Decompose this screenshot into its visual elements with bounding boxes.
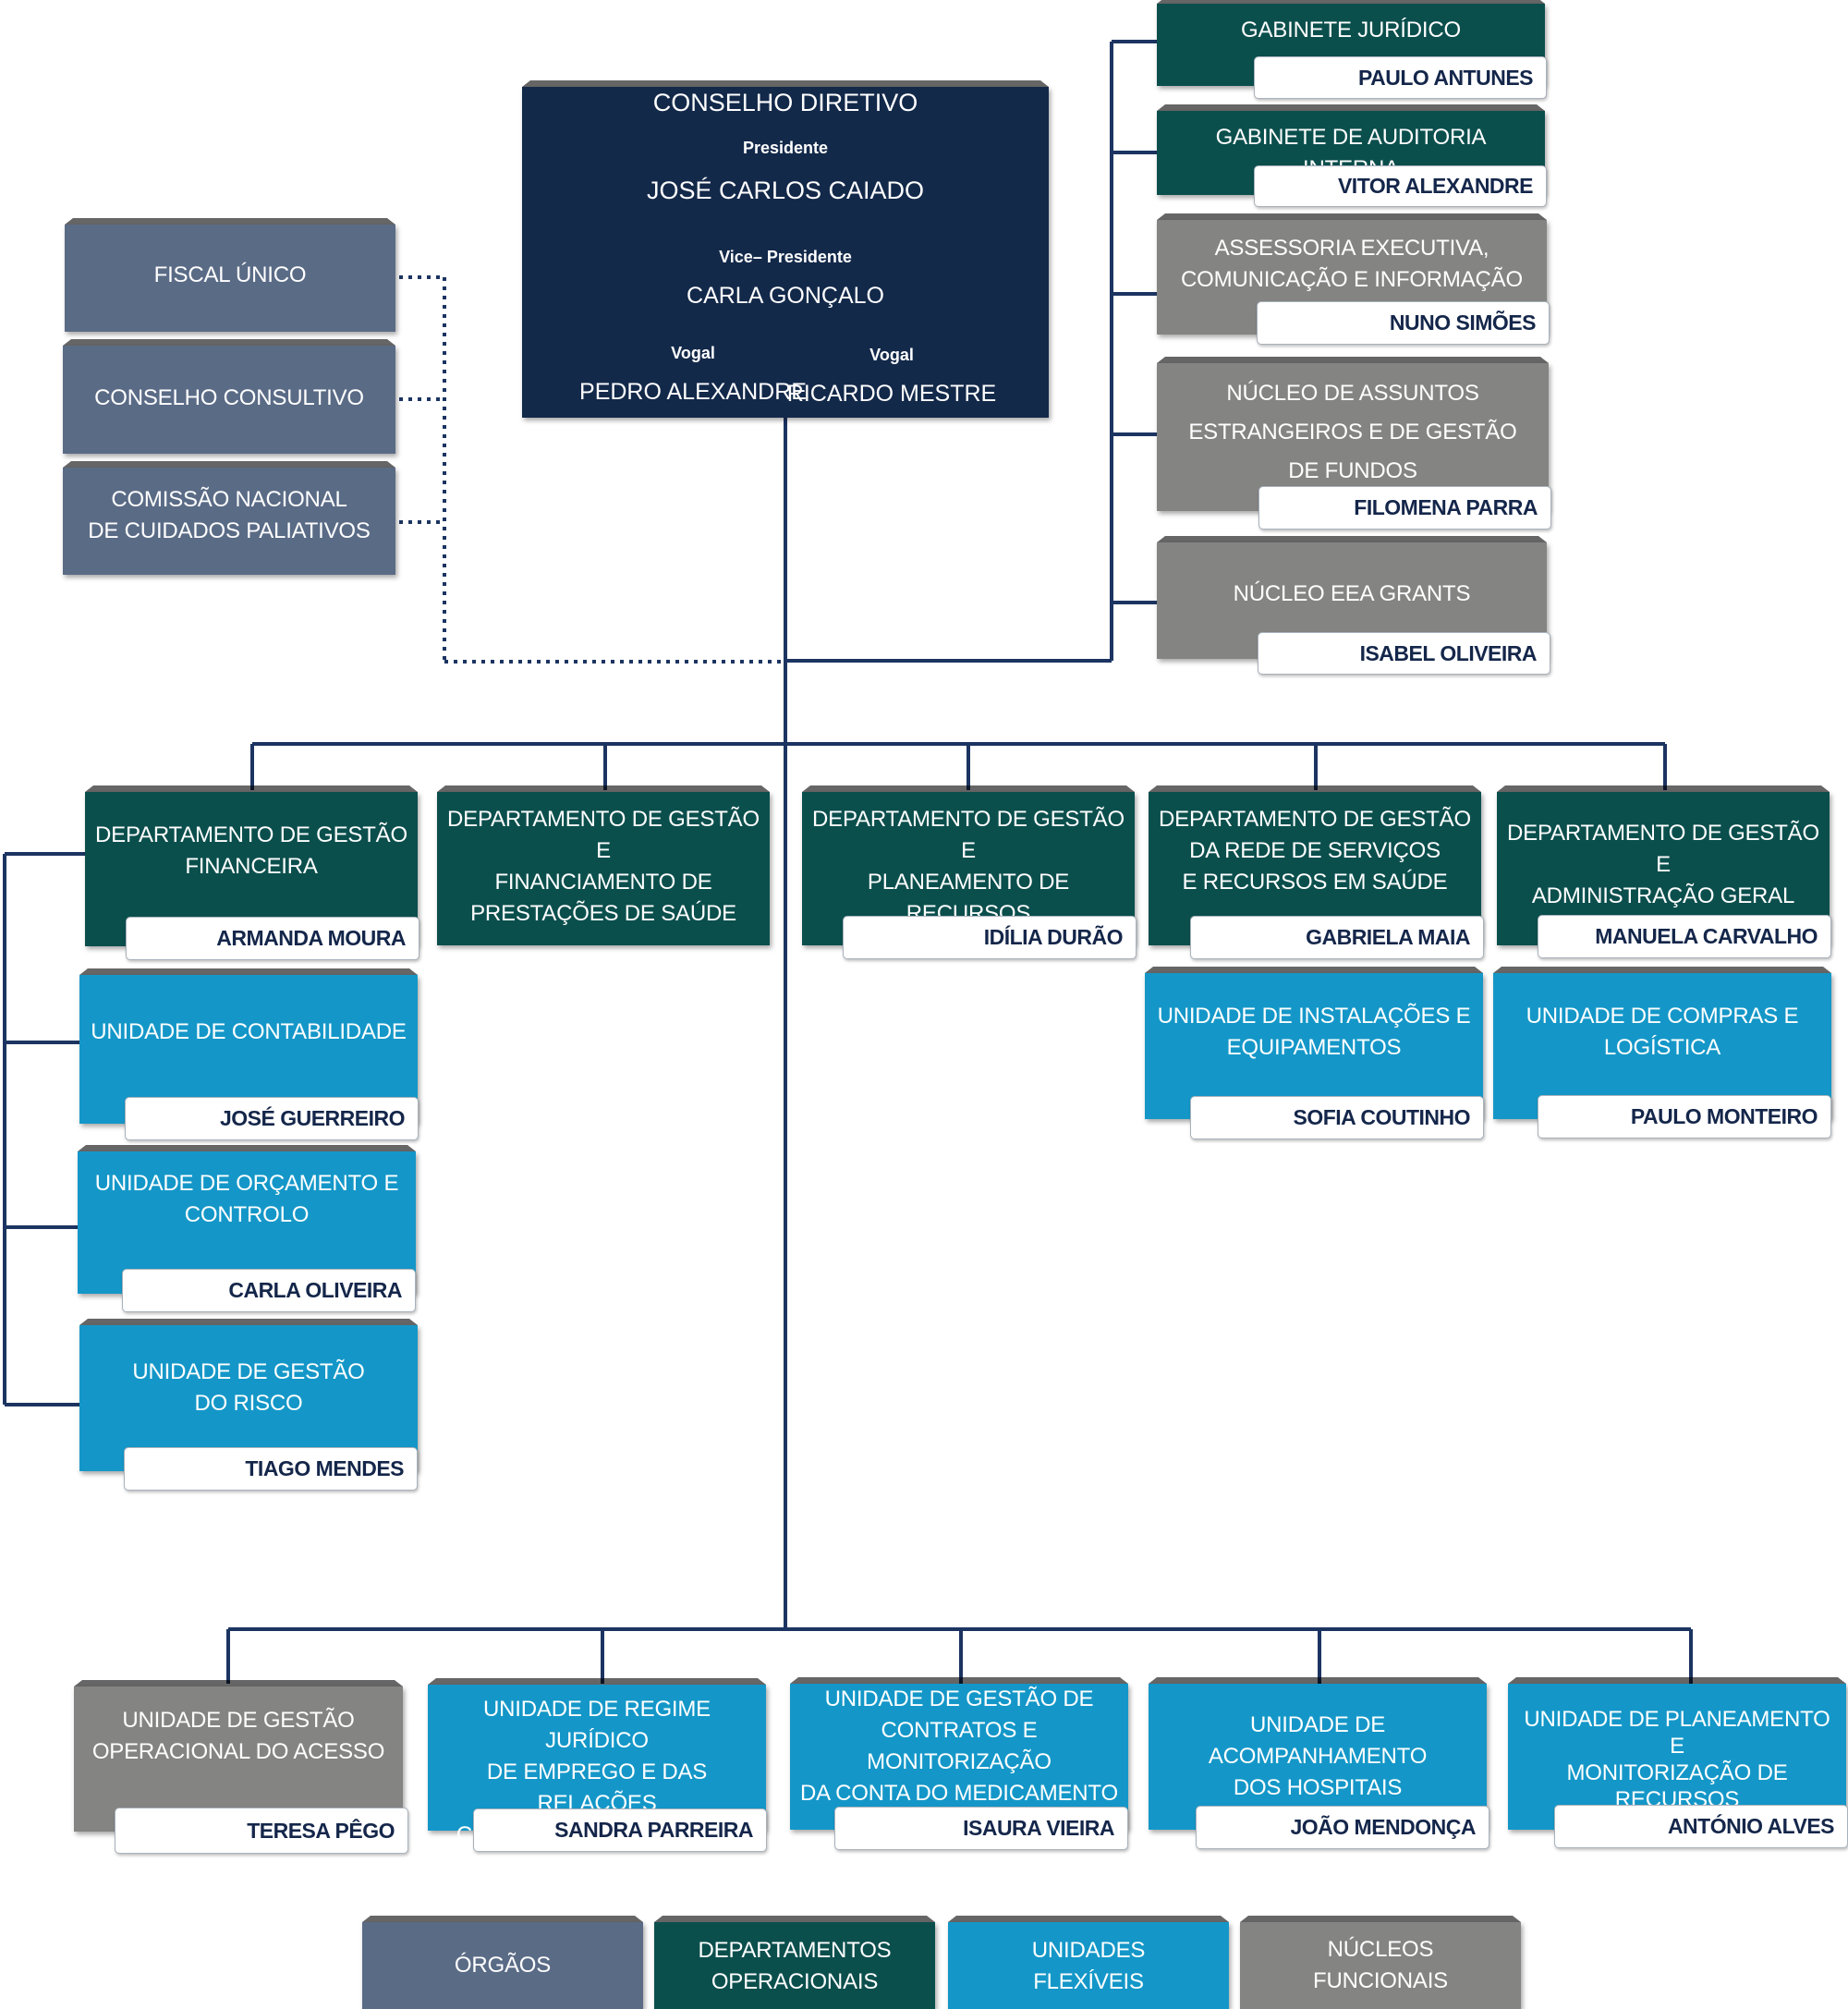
organ-box: FISCAL ÚNICO [65,225,395,332]
legend-label: DEPARTAMENTOS OPERACIONAIS [698,1938,892,1994]
unit-title: UNIDADE DE GESTÃO OPERACIONAL DO ACESSO [91,1708,385,1764]
vice-president-name: CARLA GONÇALO [687,283,884,309]
staff-name: VITOR ALEXANDRE [1254,165,1547,207]
unit-head: TERESA PÊGO [115,1808,408,1854]
unit-box: UNIDADE DE GESTÃO DO RISCO [79,1325,418,1471]
department-head: GABRIELA MAIA [1190,916,1484,959]
legend-label: ÓRGÃOS [454,1953,552,1978]
president-name: JOSÉ CARLOS CAIADO [646,177,925,204]
vogal-label-1: Vogal [671,344,715,362]
unit-title: UNIDADE DE COMPRAS E LOGÍSTICA [1526,1004,1799,1060]
unit-box: UNIDADE DE INSTALAÇÕES E EQUIPAMENTOS [1145,973,1483,1119]
board-title: CONSELHO DIRETIVO [652,89,918,116]
organ-box: CONSELHO CONSULTIVO [63,346,395,454]
unit-head: CARLA OLIVEIRA [122,1269,416,1312]
legend-departments: DEPARTAMENTOS OPERACIONAIS [654,1922,935,2009]
organ-title: COMISSÃO NACIONAL DE CUIDADOS PALIATIVOS [88,487,371,543]
unit-box: UNIDADE DE COMPRAS E LOGÍSTICA [1493,973,1831,1119]
vogal-name-1: PEDRO ALEXANDRE [579,379,807,405]
organ-title: CONSELHO CONSULTIVO [94,385,364,410]
unit-box: UNIDADE DE ACOMPANHAMENTO DOS HOSPITAIS [1149,1684,1487,1830]
unit-title: UNIDADE DE GESTÃO DO RISCO [132,1359,365,1416]
department-title: DEPARTAMENTO DE GESTÃO FINANCEIRA [95,822,407,879]
unit-head: JOSÉ GUERREIRO [125,1097,419,1140]
staff-title: ASSESSORIA EXECUTIVA, COMUNICAÇÃO E INFO… [1181,236,1523,292]
department-title: DEPARTAMENTO DE GESTÃO E FINANCIAMENTO D… [447,807,760,926]
legend-label: UNIDADES FLEXÍVEIS [1031,1938,1146,1994]
department-title: DEPARTAMENTO DE GESTÃO DA REDE DE SERVIÇ… [1159,807,1471,895]
staff-name: PAULO ANTUNES [1254,56,1547,99]
department-head: IDÍLIA DURÃO [843,916,1137,959]
department-head: ARMANDA MOURA [126,917,419,960]
staff-title: GABINETE JURÍDICO [1241,18,1461,43]
department-box: DEPARTAMENTO DE GESTÃO E FINANCIAMENTO D… [437,792,770,945]
unit-head: ISAURA VIEIRA [834,1807,1128,1850]
unit-head: SOFIA COUTINHO [1190,1096,1484,1139]
department-head: MANUELA CARVALHO [1538,915,1831,958]
staff-name: ISABEL OLIVEIRA [1258,632,1550,675]
legend-units: UNIDADES FLEXÍVEIS [948,1922,1229,2009]
board-box: CONSELHO DIRETIVO Presidente JOSÉ CARLOS… [522,87,1049,418]
staff-name: NUNO SIMÕES [1257,301,1550,345]
unit-title: UNIDADE DE ACOMPANHAMENTO DOS HOSPITAIS [1208,1712,1428,1800]
unit-head: JOÃO MENDONÇA [1196,1806,1489,1849]
unit-head: SANDRA PARREIRA [473,1808,767,1852]
legend-label: NÚCLEOS FUNCIONAIS [1312,1937,1448,1993]
unit-title: UNIDADE DE CONTABILIDADE [91,1019,407,1044]
organ-box: COMISSÃO NACIONAL DE CUIDADOS PALIATIVOS [63,468,395,575]
vice-president-label: Vice– Presidente [719,248,852,266]
president-label: Presidente [742,139,829,157]
unit-head: ANTÓNIO ALVES [1554,1805,1848,1848]
unit-box: UNIDADE DE GESTÃO OPERACIONAL DO ACESSO [74,1686,403,1832]
legend-organs: ÓRGÃOS [362,1922,643,2009]
unit-box: UNIDADE DE GESTÃO DE CONTRATOS E MONITOR… [790,1684,1128,1869]
unit-head: TIAGO MENDES [124,1447,418,1491]
department-title: DEPARTAMENTO DE GESTÃO E ADMINISTRAÇÃO G… [1507,821,1819,908]
legend-cores: NÚCLEOS FUNCIONAIS [1240,1922,1521,2009]
vogal-label-2: Vogal [869,346,914,364]
staff-title: NÚCLEO DE ASSUNTOS ESTRANGEIROS E DE GES… [1188,381,1517,483]
staff-title: NÚCLEO EEA GRANTS [1233,581,1471,606]
staff-name: FILOMENA PARRA [1258,486,1551,530]
unit-title: UNIDADE DE ORÇAMENTO E CONTROLO [94,1171,399,1227]
vogal-name-2: RICARDO MESTRE [786,381,997,407]
organ-title: FISCAL ÚNICO [153,262,307,287]
unit-title: UNIDADE DE INSTALAÇÕES E EQUIPAMENTOS [1157,1004,1471,1060]
unit-head: PAULO MONTEIRO [1538,1095,1831,1138]
